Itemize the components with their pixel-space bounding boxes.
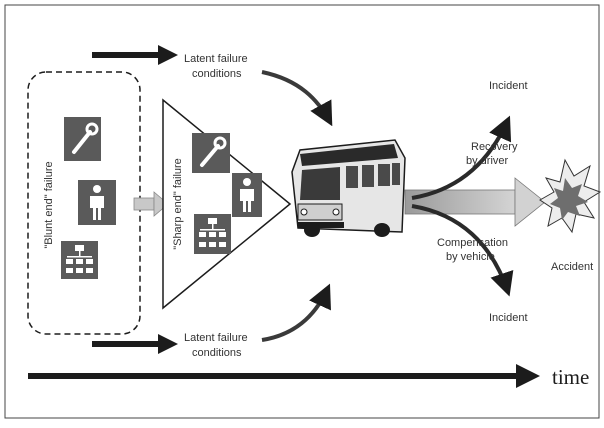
recovery-label-line2: by driver bbox=[466, 155, 509, 167]
accident-label: Accident bbox=[551, 261, 593, 273]
org-chart-icon bbox=[194, 214, 231, 254]
compensation-label-line1: Compensation bbox=[437, 237, 508, 249]
top-latent-curve-arrow bbox=[261, 70, 333, 127]
top-latent-arrow bbox=[92, 45, 178, 65]
figure-border bbox=[4, 4, 600, 419]
bottom-latent-arrow bbox=[92, 334, 178, 354]
compensation-branch-arrow bbox=[411, 204, 514, 297]
wrench-icon bbox=[64, 117, 101, 161]
bottom-latent-label-line1: Latent failure bbox=[184, 332, 248, 344]
time-arrow bbox=[28, 364, 540, 388]
sharp-end-label: "Sharp end" failure bbox=[172, 158, 184, 250]
person-icon bbox=[78, 180, 116, 225]
incident-top-label: Incident bbox=[489, 80, 528, 92]
bottom-latent-label-line2: conditions bbox=[192, 347, 242, 359]
recovery-branch-arrow bbox=[411, 115, 512, 200]
blunt-end-box bbox=[27, 71, 141, 335]
blunt-to-sharp-arrow bbox=[133, 191, 169, 217]
bottom-latent-curve-arrow bbox=[261, 283, 331, 342]
blunt-end-label: "Blunt end" failure bbox=[43, 161, 55, 248]
explosion-icon bbox=[539, 158, 602, 234]
wrench-icon bbox=[192, 133, 230, 173]
person-icon bbox=[232, 173, 262, 217]
compensation-label-line2: by vehicle bbox=[446, 251, 495, 263]
progression-arrow bbox=[404, 177, 546, 227]
incident-bottom-label: Incident bbox=[489, 312, 528, 324]
recovery-label-line1: Recovery bbox=[471, 141, 518, 153]
top-latent-label-line2: conditions bbox=[192, 68, 242, 80]
top-latent-label-line1: Latent failure bbox=[184, 53, 248, 65]
org-chart-icon bbox=[61, 241, 98, 279]
time-label: time bbox=[552, 365, 589, 389]
bus-icon bbox=[291, 139, 406, 237]
